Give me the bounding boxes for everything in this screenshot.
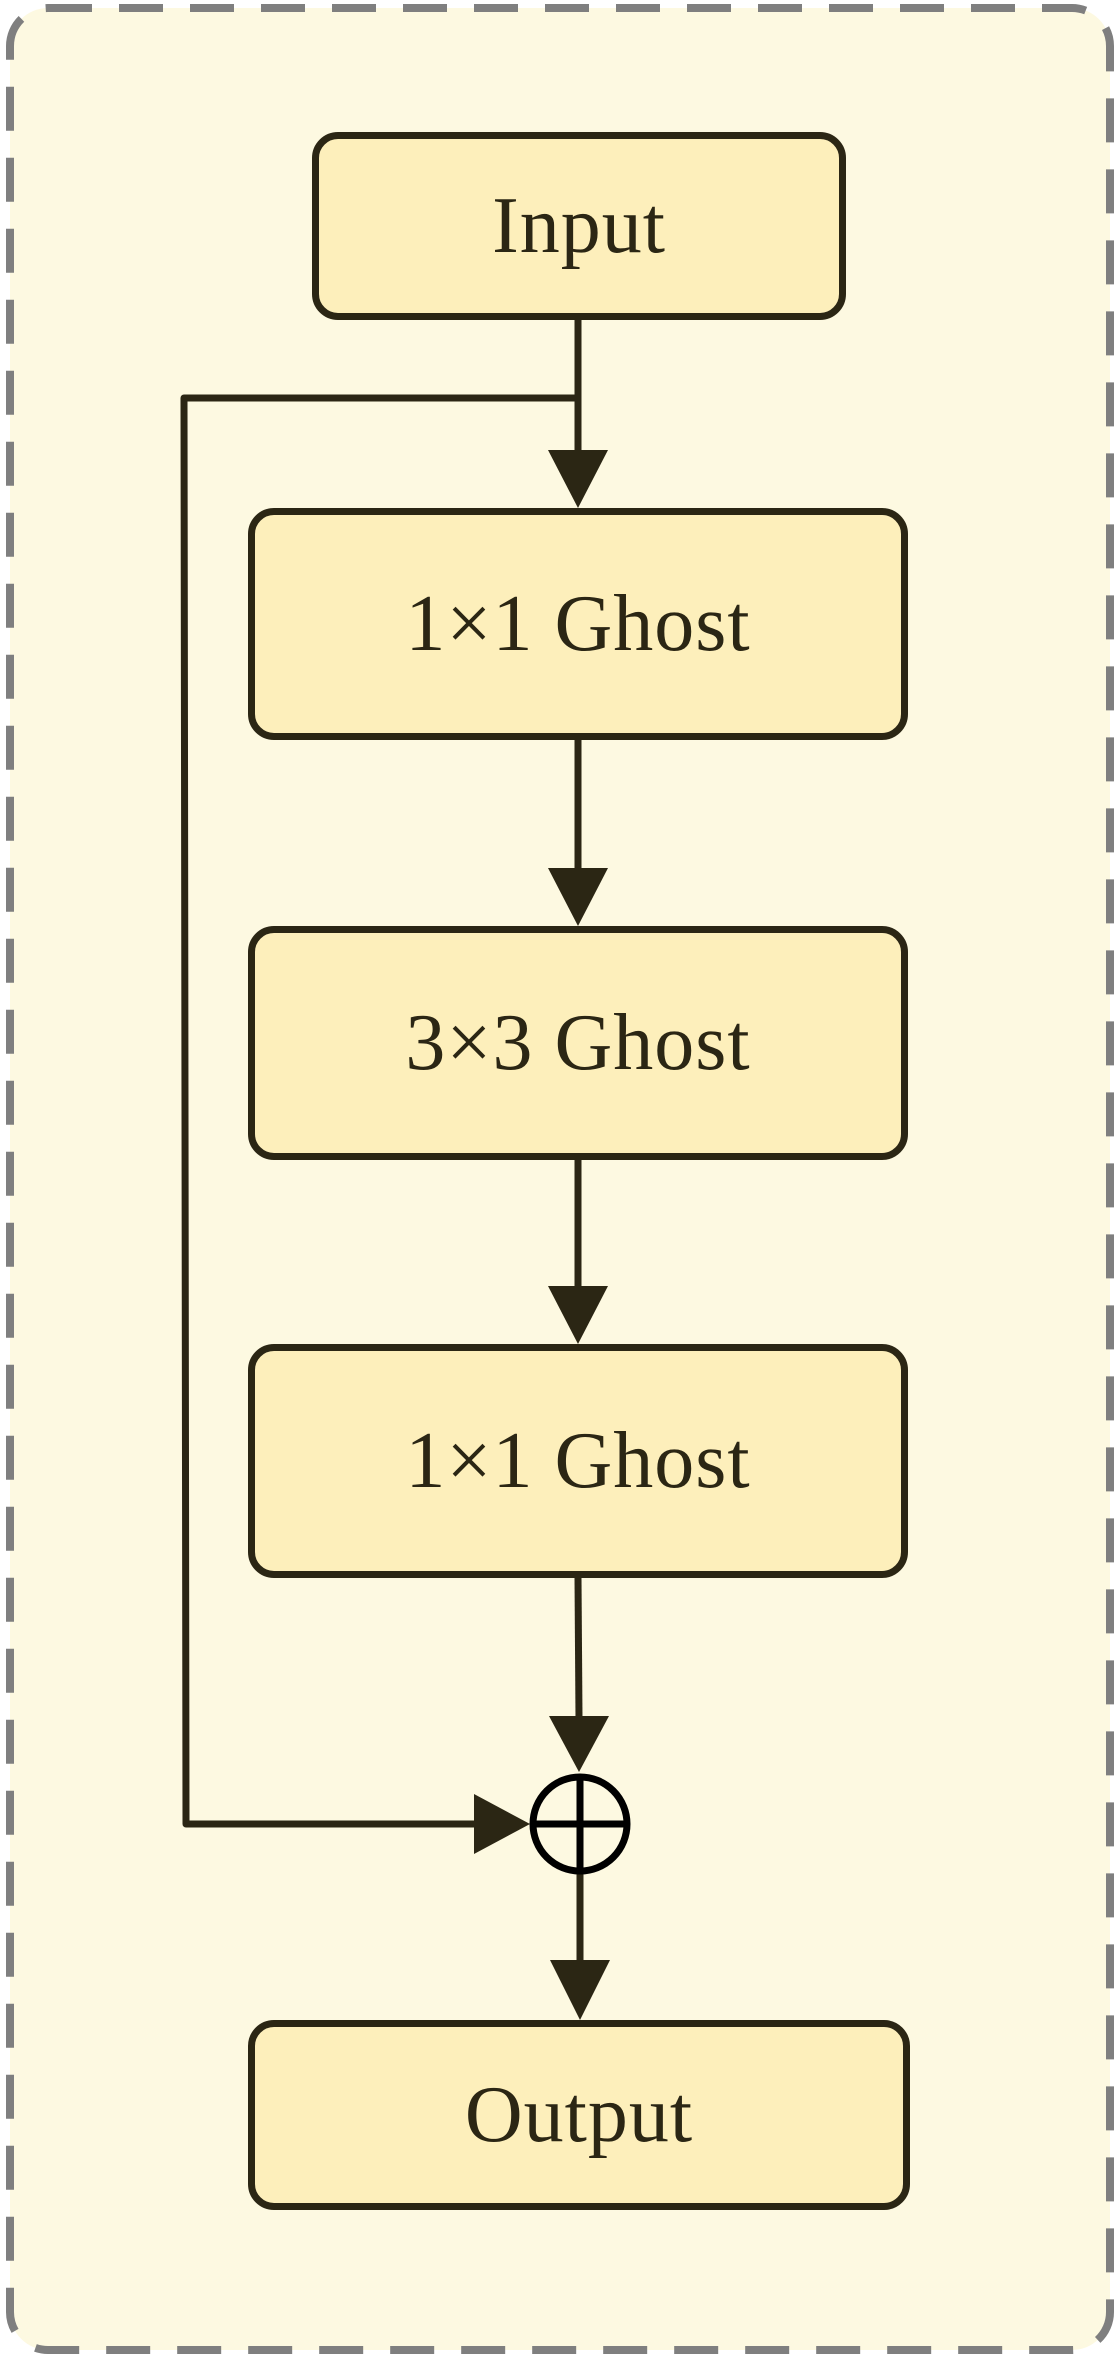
arrowhead-ghost2	[548, 868, 608, 926]
arrowhead-ghost1	[548, 450, 608, 508]
ghost-1x1-label-first: 1×1 Ghost	[405, 579, 751, 668]
input-node: Input	[312, 132, 846, 320]
skip-connection	[180, 394, 578, 1828]
ghost-1x1-label-second: 1×1 Ghost	[405, 1416, 751, 1505]
arrowhead-adder-left	[474, 1794, 530, 1854]
ghost-1x1-node-second: 1×1 Ghost	[248, 1344, 908, 1578]
ghost-3x3-node: 3×3 Ghost	[248, 926, 908, 1160]
arrowhead-output	[550, 1960, 610, 2020]
ghost-3x3-label: 3×3 Ghost	[405, 998, 751, 1087]
arrowhead-ghost3	[548, 1286, 608, 1344]
dashed-frame	[6, 4, 1114, 2354]
edge-ghost3-to-adder	[574, 1577, 583, 1719]
arrowhead-adder-top	[549, 1716, 609, 1772]
ghost-1x1-node-first: 1×1 Ghost	[248, 508, 908, 740]
output-label: Output	[464, 2070, 694, 2159]
input-label: Input	[492, 181, 666, 270]
output-node: Output	[248, 2020, 910, 2210]
add-operator-icon	[529, 1773, 631, 1875]
